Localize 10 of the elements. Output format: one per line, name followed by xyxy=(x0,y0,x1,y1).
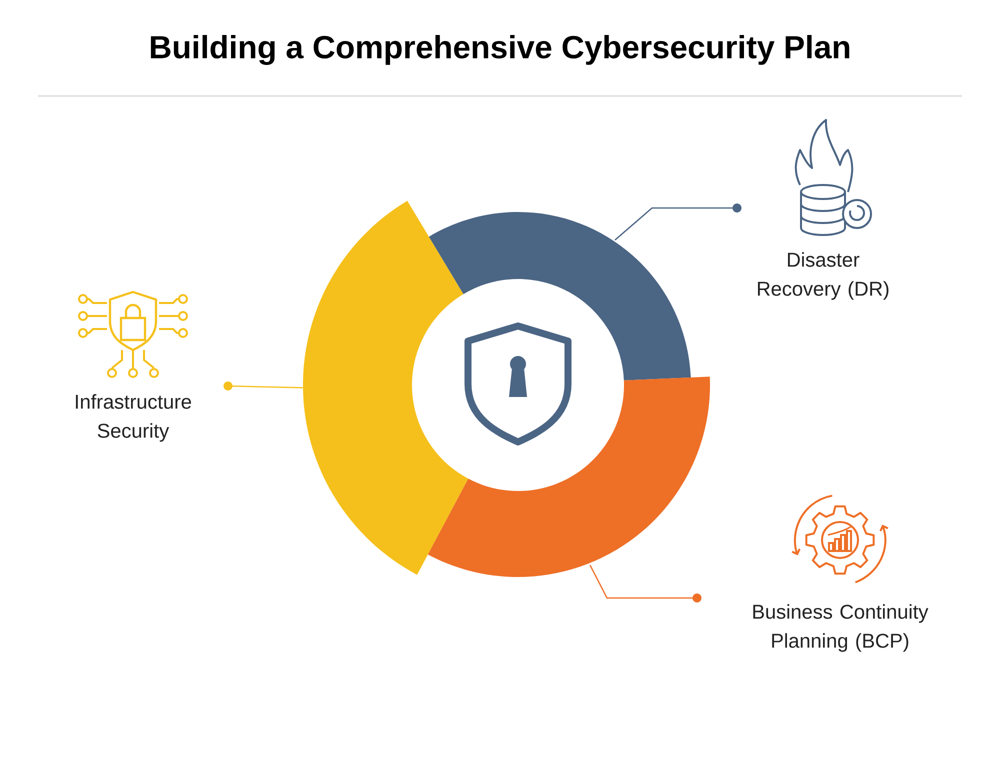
node-label: Business Continuity Planning (BCP) xyxy=(753,604,928,652)
ring-segment xyxy=(428,376,710,577)
ring-segment xyxy=(303,200,468,575)
ring-segment xyxy=(428,212,691,380)
node-label: Disaster Recovery (DR) xyxy=(758,252,888,300)
node-label: Infrastructure Security xyxy=(76,394,192,442)
leader-line xyxy=(614,204,742,240)
leader-line xyxy=(589,564,702,602)
leader-line xyxy=(224,382,303,390)
title: Building a Comprehensive Cybersecurity Plan xyxy=(150,35,850,65)
